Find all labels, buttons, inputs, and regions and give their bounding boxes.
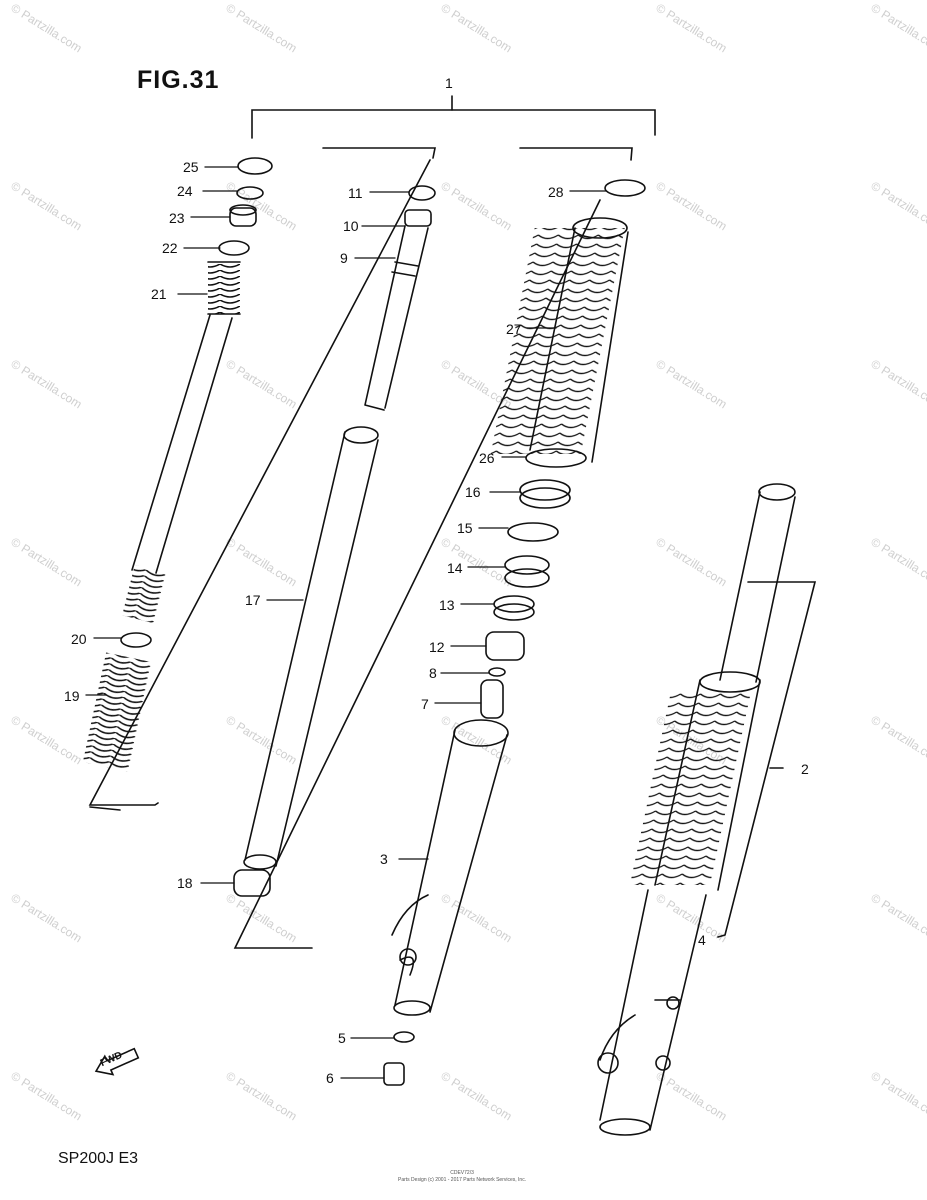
watermark-text: © Partzilla.com <box>653 535 729 590</box>
watermark-text: © Partzilla.com <box>223 357 299 412</box>
group-frame-damper <box>233 147 633 949</box>
callout-19: 19 <box>64 688 80 704</box>
part-2-fork-lower <box>599 889 707 1131</box>
callout-15: 15 <box>457 520 473 536</box>
callout-23: 23 <box>169 210 185 226</box>
watermark-text: © Partzilla.com <box>653 1 729 56</box>
callout-14: 14 <box>447 560 463 576</box>
part-24-ring <box>236 186 264 200</box>
callout-6: 6 <box>326 1070 334 1086</box>
callout-26: 26 <box>479 450 495 466</box>
part-6-bolt <box>383 1062 405 1086</box>
watermark-text: © Partzilla.com <box>653 1069 729 1124</box>
footer-copyright: Parts Design (c) 2001 - 2017 Parts Netwo… <box>398 1177 527 1183</box>
part-spring-lower-a <box>122 564 166 624</box>
watermark-text: © Partzilla.com <box>653 357 729 412</box>
callout-18: 18 <box>177 875 193 891</box>
part-25-cap <box>237 157 273 175</box>
fwd-arrow-icon <box>94 1047 140 1076</box>
watermark-text: © Partzilla.com <box>868 713 927 768</box>
watermark-text: © Partzilla.com <box>8 1069 84 1124</box>
part-18-bushing <box>233 869 271 897</box>
part-14-spacer <box>504 555 550 575</box>
watermark-text: © Partzilla.com <box>438 179 514 234</box>
watermark-text: © Partzilla.com <box>223 1069 299 1124</box>
watermark-text: © Partzilla.com <box>8 535 84 590</box>
watermark-text: © Partzilla.com <box>223 535 299 590</box>
callout-8: 8 <box>429 665 437 681</box>
watermark-text: © Partzilla.com <box>8 891 84 946</box>
part-22-washer <box>218 240 250 256</box>
callout-5: 5 <box>338 1030 346 1046</box>
watermark-text: © Partzilla.com <box>868 1 927 56</box>
model-code: SP200J E3 <box>58 1150 139 1167</box>
callout-28: 28 <box>548 184 564 200</box>
part-5-washer <box>393 1031 415 1043</box>
part-28-clamp <box>604 179 646 197</box>
callout-12: 12 <box>429 639 445 655</box>
callout-1: 1 <box>445 75 453 91</box>
watermark-text: © Partzilla.com <box>438 891 514 946</box>
callout-9: 9 <box>340 250 348 266</box>
watermark-text: © Partzilla.com <box>868 179 927 234</box>
callout-7: 7 <box>421 696 429 712</box>
part-16-seal <box>519 479 571 501</box>
group-frame-spring <box>88 147 436 806</box>
figure-title: FIG.31 <box>137 66 220 94</box>
watermark-text: © Partzilla.com <box>868 1069 927 1124</box>
callout-13: 13 <box>439 597 455 613</box>
callout-16: 16 <box>465 484 481 500</box>
callout-24: 24 <box>177 183 193 199</box>
part-17-inner-tube <box>244 431 379 867</box>
part-11-ring <box>408 185 436 201</box>
callout-27: 27 <box>506 321 522 337</box>
watermark-text: © Partzilla.com <box>868 535 927 590</box>
footer-credit: CDEV72/3 Parts Design (c) 2001 - 2017 Pa… <box>398 1170 526 1184</box>
part-21-spring <box>208 262 240 314</box>
watermark-text: © Partzilla.com <box>8 179 84 234</box>
part-2-fork-tube <box>719 491 796 683</box>
callout-2: 2 <box>801 761 809 777</box>
watermark-text: © Partzilla.com <box>438 1069 514 1124</box>
watermark-text: © Partzilla.com <box>868 891 927 946</box>
part-23-bolt <box>229 207 257 227</box>
part-15-circlip <box>507 522 559 542</box>
watermark-text: © Partzilla.com <box>653 179 729 234</box>
watermark-text: © Partzilla.com <box>438 1 514 56</box>
callout-20: 20 <box>71 631 87 647</box>
bracket-1 <box>251 109 656 139</box>
watermark-text: © Partzilla.com <box>223 891 299 946</box>
watermark-text: © Partzilla.com <box>868 357 927 412</box>
callout-10: 10 <box>343 218 359 234</box>
watermark-layer: © Partzilla.com © Partzilla.com © Partzill… <box>8 1 927 1124</box>
part-10-piston-ring <box>404 209 432 227</box>
leader-lines <box>85 166 607 1079</box>
part-8-ring <box>488 667 506 677</box>
callout-3: 3 <box>380 851 388 867</box>
callout-21: 21 <box>151 286 167 302</box>
part-3-outer-tube <box>394 729 508 1013</box>
part-20-seat <box>120 632 152 648</box>
part-7-oil-lock <box>480 679 504 719</box>
part-26-clamp <box>525 448 587 468</box>
callout-4: 4 <box>698 932 706 948</box>
watermark-text: © Partzilla.com <box>223 713 299 768</box>
part-12-bushing <box>485 631 525 661</box>
watermark-text: © Partzilla.com <box>8 357 84 412</box>
callout-22: 22 <box>162 240 178 256</box>
callout-25: 25 <box>183 159 199 175</box>
watermark-text: © Partzilla.com <box>8 1 84 56</box>
watermark-text: © Partzilla.com <box>223 1 299 56</box>
watermark-text: © Partzilla.com <box>8 713 84 768</box>
footer-code: CDEV72/3 <box>450 1170 474 1176</box>
part-9-damper-rod <box>364 225 429 411</box>
part-19-spring <box>82 652 152 772</box>
bracket-2-4 <box>717 581 817 938</box>
callout-11: 11 <box>348 185 363 201</box>
callout-17: 17 <box>245 592 261 608</box>
